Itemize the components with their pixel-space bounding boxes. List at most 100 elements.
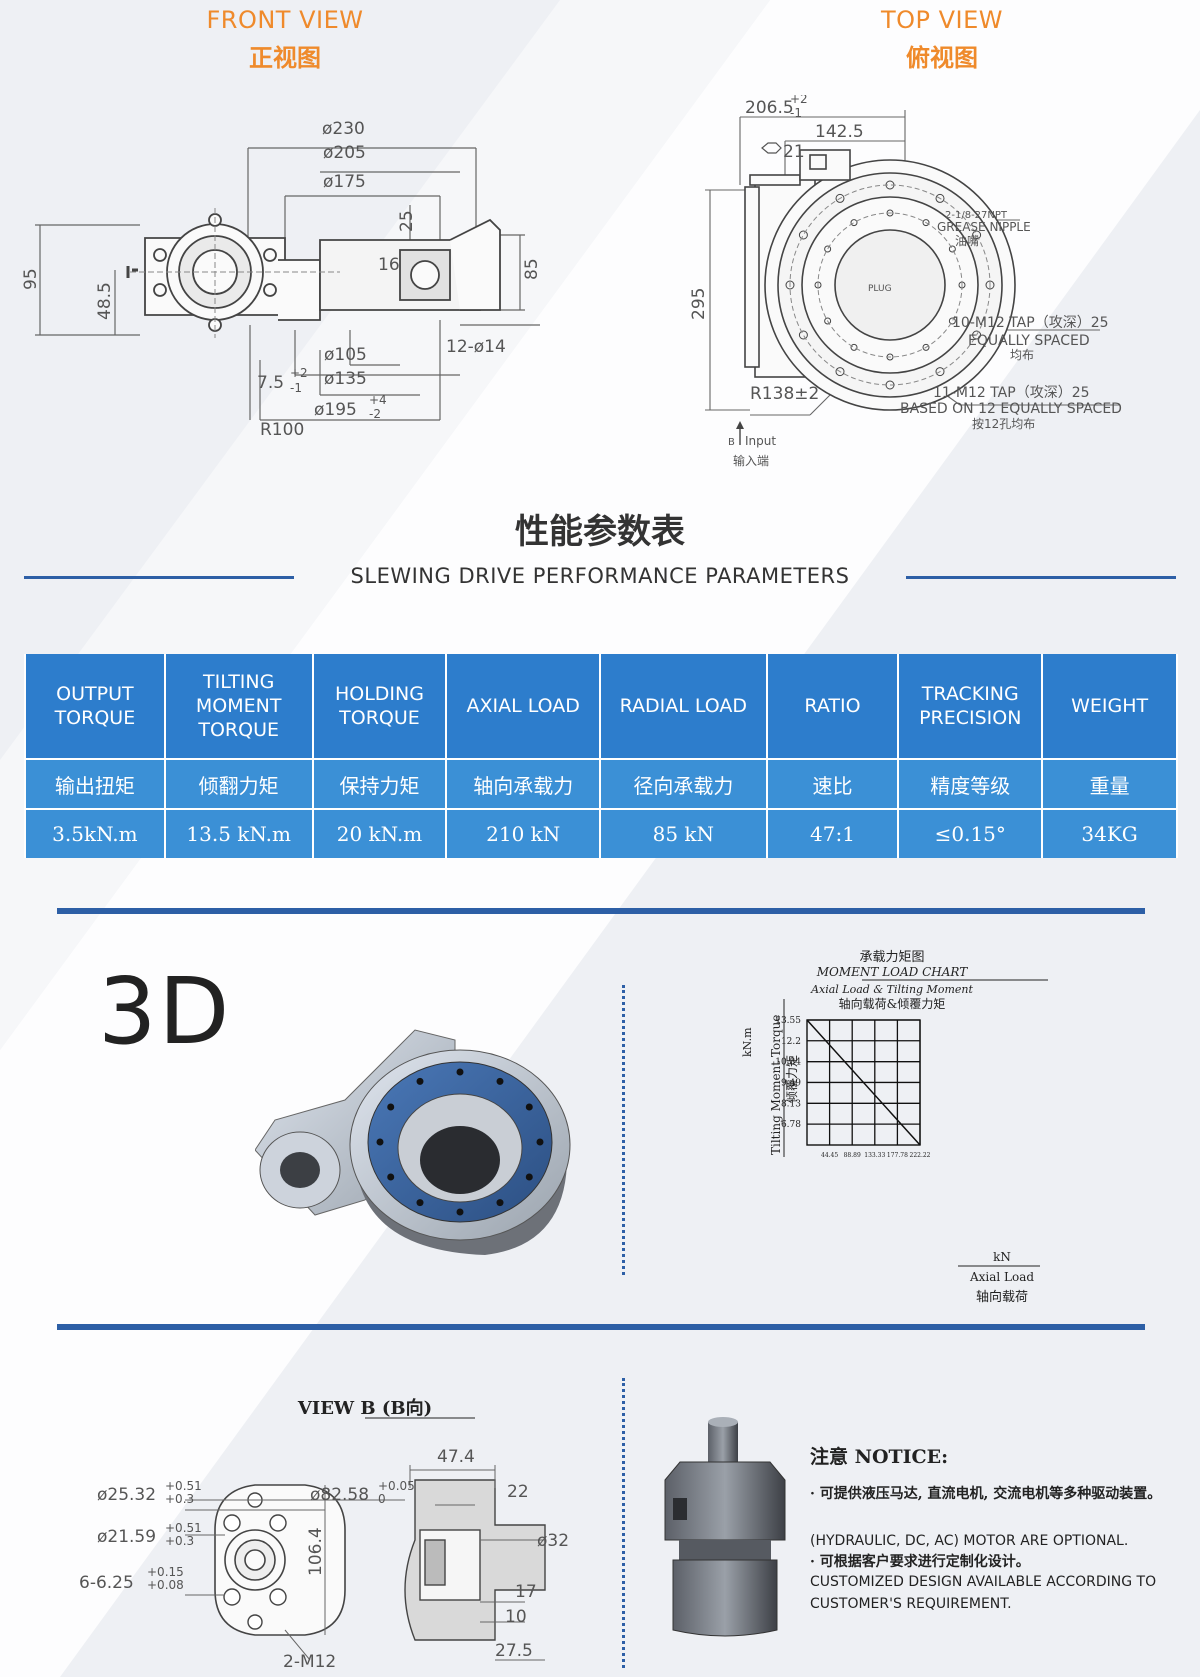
tap2-cn: 按12孔均布 xyxy=(972,417,1035,431)
chart-y-tick-label: 9.49 xyxy=(781,1078,801,1088)
slewing-drive-3d-render xyxy=(255,1029,571,1255)
dim-22: 22 xyxy=(507,1482,529,1502)
dim-d195: ø195 xyxy=(314,400,357,420)
top-view-drawing: PLUG 206.5 +2 -1 142.5 21 295 R138±2 2-1… xyxy=(690,95,1122,468)
notice-line2-en: CUSTOMIZED DESIGN AVAILABLE ACCORDING TO… xyxy=(810,1574,1157,1612)
chart-ylabel-en: Tilting Moment Torque xyxy=(769,1015,783,1155)
table-cn-cell: 输出扭矩 xyxy=(24,758,166,809)
label-3d: 3D xyxy=(98,958,232,1065)
section-divider-view-b xyxy=(57,1324,1145,1330)
chart-title-cn: 承载力矩图 xyxy=(859,950,924,965)
notice-line1-en: (HYDRAULIC, DC, AC) MOTOR ARE OPTIONAL. xyxy=(810,1533,1129,1549)
chart-ylabel-cn: 倾覆力矩 xyxy=(785,1055,799,1103)
dim-d21-tol-a: +0.51 xyxy=(165,1521,202,1535)
separator-dotted-2 xyxy=(622,1378,625,1668)
chart-y-tick-label: 13.55 xyxy=(775,1016,801,1026)
chart-xlabel-en: Axial Load xyxy=(969,1270,1034,1284)
table-value-cell: ≤0.15° xyxy=(897,808,1044,858)
dim-d21-59: ø21.59 xyxy=(97,1527,156,1547)
table-header-cell: RADIAL LOAD xyxy=(599,654,768,759)
dim-95: 95 xyxy=(21,268,41,290)
tap2-en: 11-M12 TAP（攻深）25 xyxy=(933,385,1090,401)
table-cn-cell: 保持力矩 xyxy=(311,758,448,809)
dim-d175: ø175 xyxy=(323,172,366,192)
dim-d230: ø230 xyxy=(322,120,365,139)
plug-label: PLUG xyxy=(868,284,892,294)
table-value-cell: 34KG xyxy=(1041,808,1178,858)
view-b-title: VIEW B (B向) xyxy=(297,1397,432,1419)
chart-y-tick-label: 10.84 xyxy=(775,1058,801,1068)
tap1-en2: EQUALLY SPACED xyxy=(968,333,1090,349)
table-cn-row: 输出扭矩倾翻力矩保持力矩轴向承载力径向承载力速比精度等级重量 xyxy=(24,758,1178,809)
dim-holes: 12-ø14 xyxy=(446,337,506,357)
grease-en: 2-1/8-27NPT xyxy=(945,210,1008,221)
dim-d105: ø105 xyxy=(324,345,367,365)
dim-d82-58: ø82.58 xyxy=(310,1485,369,1505)
front-view-title: FRONT VIEW xyxy=(206,6,364,34)
table-cn-cell: 重量 xyxy=(1041,758,1178,809)
dim-r100: R100 xyxy=(260,420,304,440)
rule-right xyxy=(906,576,1176,579)
input-cn: 输入端 xyxy=(733,453,769,468)
dim-48-5: 48.5 xyxy=(95,282,115,320)
moment-load-chart: 承载力矩图 MOMENT LOAD CHART Axial Load & Til… xyxy=(741,950,1048,1305)
table-cn-cell: 轴向承载力 xyxy=(445,758,602,809)
top-view-title: TOP VIEW xyxy=(880,6,1004,34)
table-value-cell: 13.5 kN.m xyxy=(163,808,314,858)
chart-x-tick-label: 177.78 xyxy=(887,1152,908,1159)
table-value-cell: 47:1 xyxy=(765,808,900,858)
top-view-title-cn: 俯视图 xyxy=(906,44,978,72)
hex-icon xyxy=(761,142,782,154)
dim-d82-tol-a: +0.05 xyxy=(378,1479,415,1493)
input-en: Input xyxy=(745,434,776,448)
dim-6-tol-a: +0.15 xyxy=(147,1565,184,1579)
grease-en2: GREASE NIPPLE xyxy=(937,220,1031,234)
dim-d82-tol-b: 0 xyxy=(378,1492,386,1506)
dim-47-4: 47.4 xyxy=(437,1447,475,1467)
dim-d205: ø205 xyxy=(323,143,366,163)
dim-142-5: 142.5 xyxy=(815,122,864,142)
tap1-en: 10-M12 TAP（攻深）25 xyxy=(952,315,1109,331)
notice-line2-cn: · 可根据客户要求进行定制化设计。 xyxy=(810,1554,1030,1570)
table-cn-cell: 速比 xyxy=(765,758,900,809)
dim-7-5: 7.5 xyxy=(257,373,284,393)
chart-x-tick-label: 44.45 xyxy=(821,1152,838,1159)
dim-d195-tol-b: -2 xyxy=(369,407,381,421)
dim-295: 295 xyxy=(690,288,709,320)
table-value-cell: 20 kN.m xyxy=(311,808,448,858)
chart-y-tick-label: 12.2 xyxy=(781,1037,801,1047)
chart-x-tick-label: 88.89 xyxy=(844,1152,861,1159)
dim-d25-32: ø25.32 xyxy=(97,1485,156,1505)
performance-title-en: SLEWING DRIVE PERFORMANCE PARAMETERS xyxy=(350,564,850,588)
chart-y-tick-label: 6.78 xyxy=(781,1120,801,1130)
dim-d21-tol-b: +0.3 xyxy=(165,1534,194,1548)
tap2-en2: BASED ON 12 EQUALLY SPACED xyxy=(900,401,1122,417)
table-value-cell: 3.5kN.m xyxy=(24,808,166,858)
dim-206-tol-a: +2 xyxy=(790,95,808,106)
input-b: B xyxy=(728,437,735,448)
dim-7-5-tol-a: +2 xyxy=(290,366,308,380)
chart-series-line xyxy=(806,1019,921,1146)
chart-title-en: MOMENT LOAD CHART xyxy=(816,965,969,979)
table-header-cell: AXIAL LOAD xyxy=(445,654,602,759)
dim-206-5: 206.5 xyxy=(745,98,794,118)
table-value-cell: 210 kN xyxy=(445,808,602,858)
section-divider-3d xyxy=(57,908,1145,914)
table-cn-cell: 倾翻力矩 xyxy=(163,758,314,809)
table-cn-cell: 径向承载力 xyxy=(599,758,768,809)
chart-x-tick-label: 222.22 xyxy=(910,1152,931,1159)
table-header-cell: RATIO xyxy=(765,654,900,759)
notice-line1-cn: · 可提供液压马达, 直流电机, 交流电机等多种驱动装置。 xyxy=(810,1486,1162,1502)
dim-10: 10 xyxy=(505,1607,527,1627)
dim-6-tol-b: +0.08 xyxy=(147,1578,184,1592)
dim-r138: R138±2 xyxy=(750,384,819,404)
front-view-drawing: ø230 ø205 ø175 25 16 95 48.5 85 ø105 12-… xyxy=(21,120,542,440)
table-header-cell: WEIGHT xyxy=(1041,654,1178,759)
dim-206-tol-b: -1 xyxy=(790,106,802,120)
chart-subtitle-en: Axial Load & Tilting Moment xyxy=(810,983,973,996)
grease-cn: 油嘴 xyxy=(955,234,979,248)
